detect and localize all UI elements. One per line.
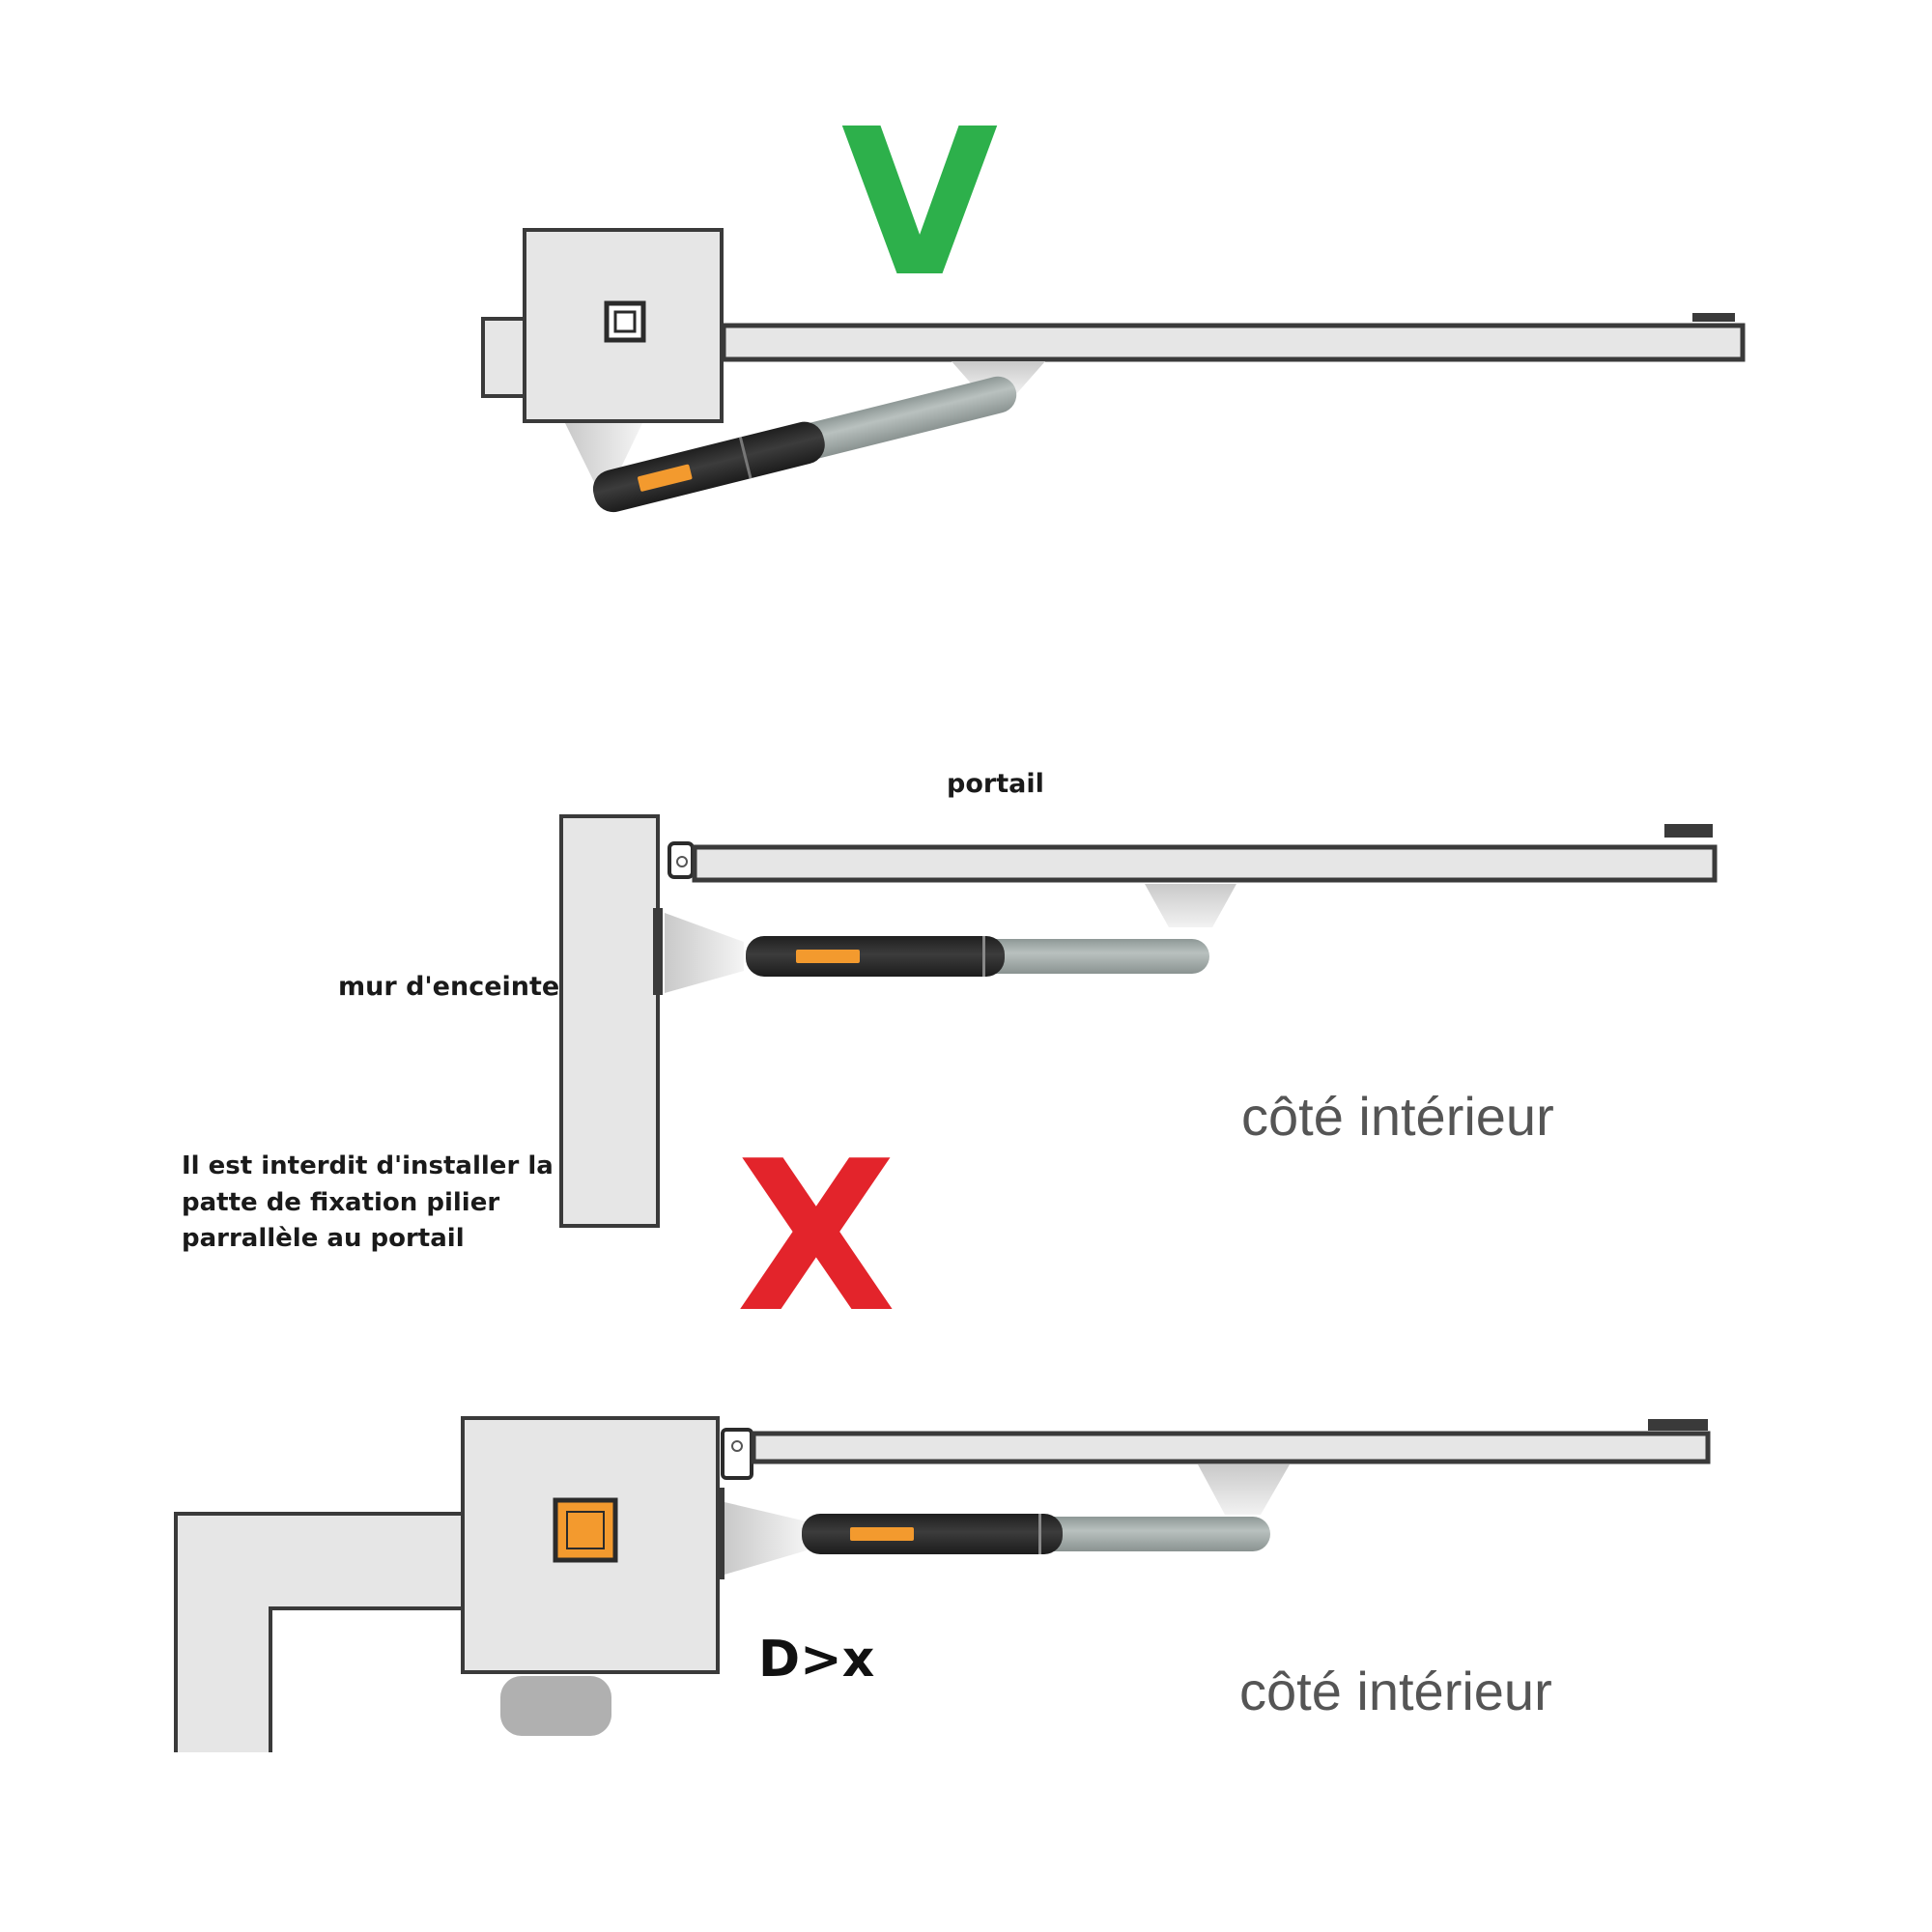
wall-bracket bbox=[665, 913, 744, 993]
corner-wall bbox=[174, 1512, 468, 1756]
actuator bbox=[802, 1514, 1270, 1554]
gate-bracket bbox=[1145, 884, 1236, 927]
enclosure-wall bbox=[559, 814, 660, 1228]
panel-corner: D>x côté intérieur bbox=[172, 1416, 1711, 1760]
gate-end-stop bbox=[1692, 313, 1735, 322]
distance-label: D>x bbox=[758, 1631, 874, 1689]
pillar-bracket bbox=[565, 423, 642, 488]
gate-leaf bbox=[721, 323, 1746, 362]
gate-leaf bbox=[751, 1431, 1711, 1464]
pillar-bracket-plate bbox=[719, 1488, 724, 1579]
gate-end-stop bbox=[1664, 824, 1713, 838]
hinge-icon bbox=[721, 1428, 753, 1480]
interior-side-label: côté intérieur bbox=[1241, 1086, 1554, 1147]
wall-bracket-plate bbox=[653, 908, 663, 995]
interior-side-label: côté intérieur bbox=[1239, 1661, 1552, 1721]
wall-label: mur d'enceinte bbox=[338, 972, 559, 1002]
gate-label: portail bbox=[947, 769, 1044, 799]
gate-end-stop bbox=[1648, 1419, 1708, 1431]
check-mark: V bbox=[841, 85, 999, 322]
warning-line-3: parrallèle au portail bbox=[182, 1224, 465, 1253]
wall-stub bbox=[481, 317, 529, 398]
panel-correct: V bbox=[481, 85, 1746, 513]
hinge-icon bbox=[668, 841, 695, 879]
gate-leaf bbox=[692, 844, 1718, 883]
actuator bbox=[592, 376, 1017, 513]
actuator-light bbox=[796, 950, 860, 963]
pillar-accent-icon bbox=[553, 1497, 618, 1563]
panel-wrong: portail mur d'enceinte côté intérieur Il… bbox=[182, 769, 1718, 1358]
actuator-light bbox=[850, 1527, 914, 1541]
pillar-bracket bbox=[724, 1502, 807, 1575]
pillar-base bbox=[500, 1676, 611, 1736]
gate-bracket bbox=[1198, 1464, 1290, 1515]
warning-line-2: patte de fixation pilier bbox=[182, 1188, 499, 1217]
cross-mark: X bbox=[736, 1116, 896, 1358]
actuator bbox=[746, 936, 1209, 977]
actuator-light bbox=[638, 464, 693, 492]
warning-line-1: Il est interdit d'installer la bbox=[182, 1151, 554, 1180]
